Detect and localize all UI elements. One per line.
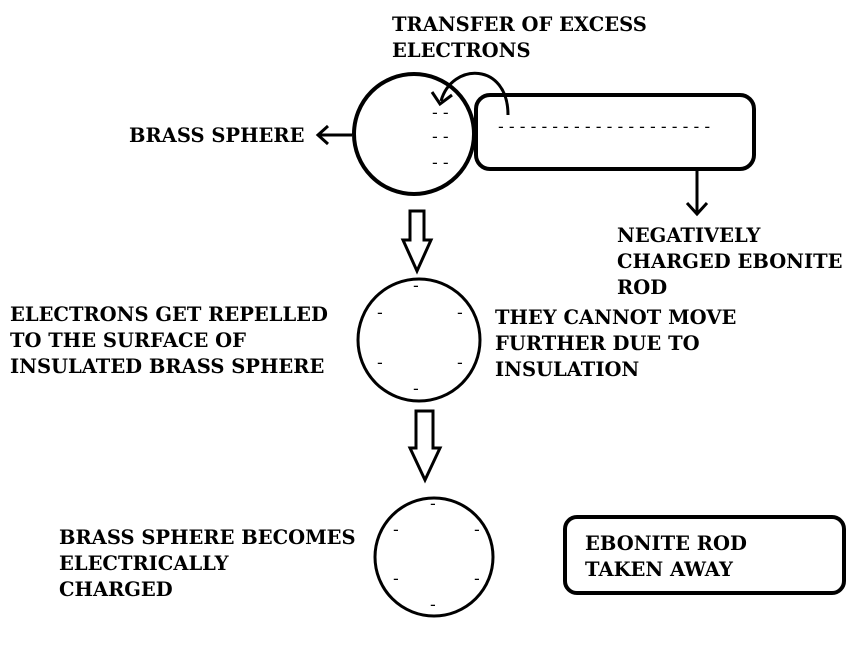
transfer-label-line1: TRANSFER OF EXCESS <box>392 13 647 36</box>
repelled-label-line1: ELECTRONS GET REPELLED <box>10 303 328 326</box>
rod-taken-label-line2: TAKEN AWAY <box>585 558 734 581</box>
sphere2-charge-upper-right: - <box>457 303 463 322</box>
stage-1-rod-contact: - - - - - - - - - - - - - - - - - - - - … <box>129 13 843 299</box>
becomes-charged-label-line1: BRASS SPHERE BECOMES <box>59 526 356 549</box>
sphere2-charge-lower-left: - <box>377 353 383 372</box>
sphere3-charge-lower-left: - <box>393 569 399 588</box>
brass-sphere-pointer-head <box>315 124 330 146</box>
transfer-label-line2: ELECTRONS <box>392 39 531 62</box>
sphere3-charge-upper-right: - <box>474 520 480 539</box>
brass-sphere-3 <box>373 496 495 618</box>
sphere1-charges-top: - - <box>432 103 449 122</box>
cannot-move-label-line3: INSULATION <box>495 358 639 381</box>
sphere2-charge-top: - <box>413 276 419 295</box>
repelled-label-line2: TO THE SURFACE OF <box>10 329 246 352</box>
rod-charges: - - - - - - - - - - - - - - - - - - - - <box>498 117 710 136</box>
transfer-arrowhead <box>430 91 453 107</box>
sphere1-charges-middle: - - <box>432 127 449 146</box>
stage-2-repulsion: - - - - - - ELECTRONS GET REPELLED TO TH… <box>10 276 736 403</box>
sphere3-charge-upper-left: - <box>393 520 399 539</box>
stage-3-charged-sphere: - - - - - - BRASS SPHERE BECOMES ELECTRI… <box>59 494 846 618</box>
brass-sphere-label: BRASS SPHERE <box>129 124 304 147</box>
sphere2-charge-bottom: - <box>413 379 419 398</box>
rod-pointer-head <box>685 201 709 217</box>
stage-arrow-2 <box>407 409 443 484</box>
ebonite-label-line3: ROD <box>617 276 667 299</box>
cannot-move-label-line1: THEY CANNOT MOVE <box>495 306 736 329</box>
repelled-label-line3: INSULATED BRASS SPHERE <box>10 355 324 378</box>
becomes-charged-label-line2: ELECTRICALLY <box>59 552 230 575</box>
stage-arrow-1 <box>400 209 434 275</box>
cannot-move-label-line2: FURTHER DUE TO <box>495 332 700 355</box>
ebonite-label-line1: NEGATIVELY <box>617 224 761 247</box>
brass-sphere-1 <box>352 72 476 196</box>
sphere3-charge-bottom: - <box>430 595 436 614</box>
becomes-charged-label-line3: CHARGED <box>59 578 173 601</box>
transfer-curved-arrow <box>439 71 510 116</box>
rod-taken-box <box>563 515 846 595</box>
brass-sphere-2 <box>356 277 482 403</box>
sphere3-charge-lower-right: - <box>474 569 480 588</box>
rod-taken-label-line1: EBONITE ROD <box>585 532 747 555</box>
ebonite-label-line2: CHARGED EBONITE <box>617 250 843 273</box>
sphere2-charge-upper-left: - <box>377 303 383 322</box>
sphere3-charge-top: - <box>430 494 436 513</box>
ebonite-rod <box>474 93 756 171</box>
sphere1-charges-bottom: - - <box>432 153 449 172</box>
sphere2-charge-lower-right: - <box>457 353 463 372</box>
